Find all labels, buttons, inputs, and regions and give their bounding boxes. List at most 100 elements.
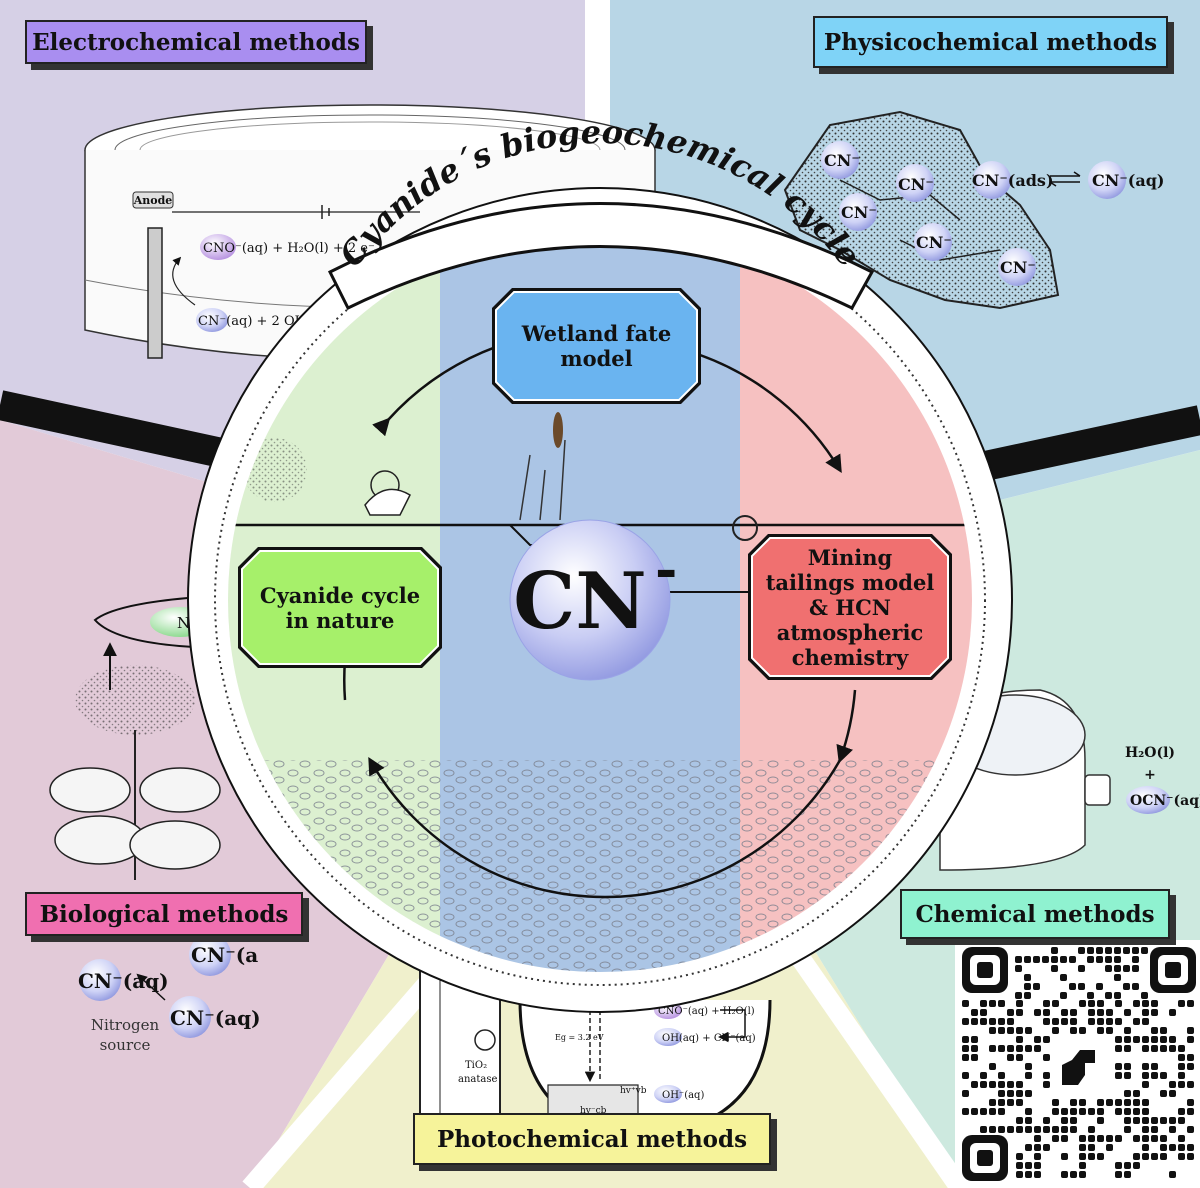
qr-module (1169, 1009, 1176, 1016)
qr-module (1151, 1027, 1158, 1034)
qr-module (980, 1009, 987, 1016)
qr-module (1097, 1000, 1104, 1007)
qr-module (1034, 1162, 1041, 1169)
qr-module (1187, 1153, 1194, 1160)
qr-module (1160, 1036, 1167, 1043)
qr-module (1141, 947, 1148, 954)
qr-module (1034, 1144, 1041, 1151)
tio2-label: TiO₂ (465, 1060, 487, 1071)
qr-module (1088, 1000, 1095, 1007)
qr-module (1169, 1117, 1176, 1124)
qr-module (1052, 1018, 1059, 1025)
qr-module (962, 1045, 969, 1052)
qr-module (1007, 1126, 1014, 1133)
qr-module (971, 1081, 978, 1088)
qr-module (1160, 1117, 1167, 1124)
qr-module (1016, 1045, 1023, 1052)
qr-module (1034, 1126, 1041, 1133)
qr-module (1097, 1108, 1104, 1115)
qr-module (1115, 1099, 1122, 1106)
qr-module (1051, 965, 1058, 972)
qr-module (1142, 1117, 1149, 1124)
equilibrium-arrows-icon (1049, 171, 1081, 187)
qr-module (1105, 965, 1112, 972)
qr-module (1151, 1126, 1158, 1133)
qr-module (1087, 947, 1094, 954)
qr-module (1115, 1171, 1122, 1178)
qr-module (1178, 1000, 1185, 1007)
qr-module (1133, 1117, 1140, 1124)
qr-module (1034, 1135, 1041, 1142)
qr-module (1070, 1171, 1077, 1178)
qr-module (1043, 1018, 1050, 1025)
qr-module (1043, 1000, 1050, 1007)
qr-module (1088, 1108, 1095, 1115)
qr-module (1106, 1144, 1113, 1151)
qr-module (1097, 1018, 1104, 1025)
qr-module (998, 1099, 1005, 1106)
qr-module (971, 1045, 978, 1052)
qr-module (1043, 1009, 1050, 1016)
center-cn-label: CN (513, 556, 646, 647)
qr-module (1142, 1000, 1149, 1007)
qr-module (962, 1000, 969, 1007)
rock-ion-label: CN⁻ (824, 151, 860, 170)
qr-module (1187, 1054, 1194, 1061)
qr-module (1142, 1018, 1149, 1025)
qr-module (1079, 1171, 1086, 1178)
qr-module (1043, 1036, 1050, 1043)
title-banner (327, 202, 875, 310)
qr-module (1187, 1108, 1194, 1115)
qr-module (1078, 947, 1085, 954)
qr-module (1142, 1099, 1149, 1106)
octagon-frame (748, 534, 952, 680)
qr-module (1187, 1063, 1194, 1070)
qr-module (1015, 965, 1022, 972)
qr-module (998, 1018, 1005, 1025)
qr-module (1069, 956, 1076, 963)
qr-module (1015, 992, 1022, 999)
qr-module (1079, 1027, 1086, 1034)
qr-module (998, 1072, 1005, 1079)
qr-module (1061, 1126, 1068, 1133)
qr-module (1133, 1018, 1140, 1025)
qr-module (1105, 992, 1112, 999)
biological-methods-label: Biological methods (25, 892, 303, 936)
qr-module (1169, 1081, 1176, 1088)
qr-module (1079, 1000, 1086, 1007)
qr-module (1178, 1153, 1185, 1160)
qr-module (1114, 965, 1121, 972)
qr-module (1025, 1171, 1032, 1178)
qr-module (980, 1072, 987, 1079)
electrochemical-methods-label: Electrochemical methods (25, 20, 367, 64)
qr-module (1007, 1090, 1014, 1097)
chem-plus: + (1144, 767, 1156, 783)
qr-module (1025, 1045, 1032, 1052)
qr-module (1052, 1108, 1059, 1115)
photo-reaction-2: OH(aq) + CN⁻(aq) (662, 1033, 756, 1044)
qr-module (1133, 1108, 1140, 1115)
qr-module (1096, 956, 1103, 963)
qr-module (1016, 1117, 1023, 1124)
qr-module (1079, 1153, 1086, 1160)
qr-module (1187, 1099, 1194, 1106)
qr-module (1115, 1072, 1122, 1079)
qr-module (1097, 1135, 1104, 1142)
qr-module (1124, 1171, 1131, 1178)
qr-module (1178, 1144, 1185, 1151)
qr-module (1097, 1027, 1104, 1034)
octagon-frame (238, 547, 442, 668)
qr-module (1061, 1018, 1068, 1025)
qr-module (1078, 983, 1085, 990)
mining-model-box: Mining tailings model & HCN atmospheric … (746, 532, 954, 682)
qr-module (1043, 1144, 1050, 1151)
qr-module (1151, 1036, 1158, 1043)
qr-module (1052, 1000, 1059, 1007)
qr-module (1115, 1036, 1122, 1043)
qr-module (1151, 1153, 1158, 1160)
qr-module (971, 1054, 978, 1061)
qr-module (980, 1126, 987, 1133)
hv-vb-label: hv⁺vb (620, 1086, 647, 1096)
qr-module (1016, 1036, 1023, 1043)
